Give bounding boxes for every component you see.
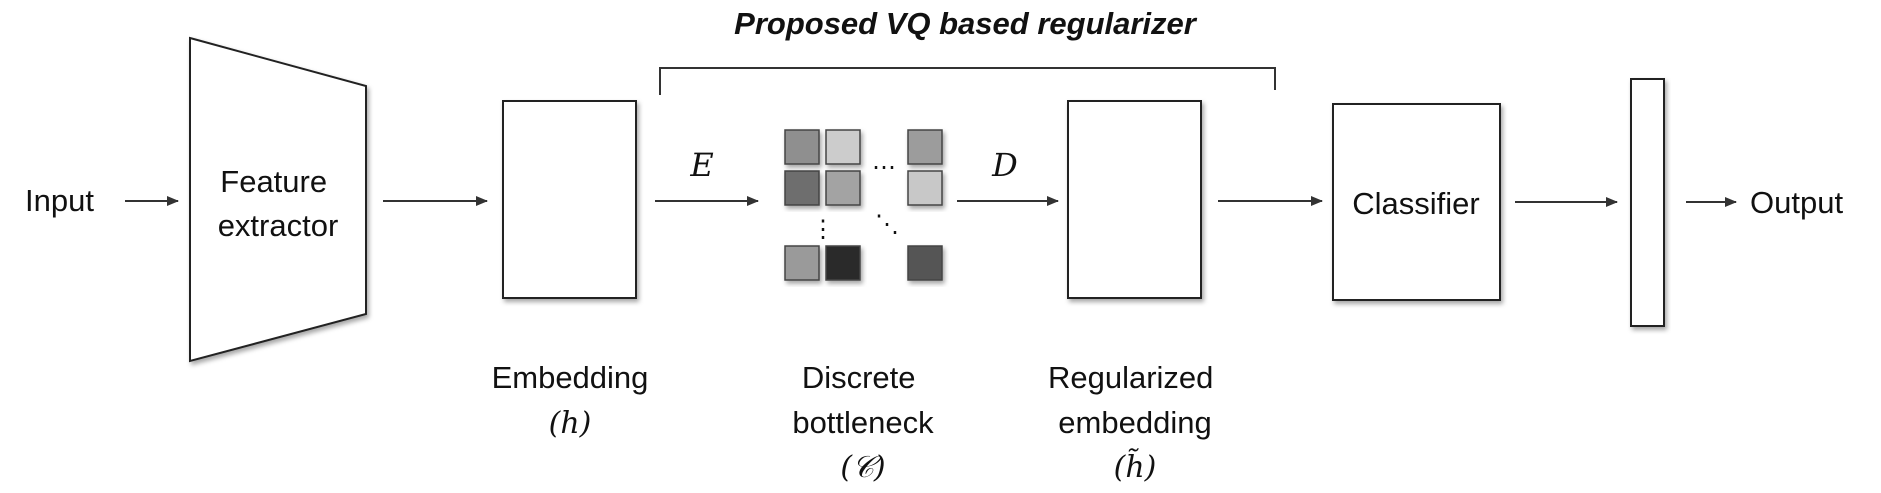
bottleneck-line1: Discrete	[802, 360, 916, 395]
output-label: Output	[1750, 185, 1843, 220]
feature-extractor-line2: extractor	[218, 208, 339, 243]
bottleneck-symbol: (𝒞)	[840, 450, 885, 485]
encoder-label: E	[689, 146, 713, 184]
code-cell-r2c1	[784, 170, 820, 206]
decoder-label: D	[991, 146, 1018, 184]
embedding-symbol: (h)	[549, 406, 592, 441]
code-cell-r3c3	[907, 245, 943, 281]
code-cell-r2c2	[825, 170, 861, 206]
regularized-symbol: (h̃)	[1114, 448, 1157, 485]
regularized-line2: embedding	[1058, 405, 1211, 440]
embedding-label: Embedding	[492, 360, 649, 395]
classifier-label: Classifier	[1352, 186, 1479, 221]
ellipsis-horizontal: ⋯	[872, 154, 896, 181]
code-cell-r3c1	[784, 245, 820, 281]
ellipsis-diagonal: ⋱	[875, 211, 899, 238]
regularized-label: Regularized embedding	[1048, 360, 1222, 440]
feature-extractor-line1: Feature	[220, 164, 327, 199]
classifier-box	[1332, 103, 1501, 301]
code-cell-r1c3	[907, 129, 943, 165]
code-cell-r2c3	[907, 170, 943, 206]
embedding-box	[502, 100, 637, 299]
ellipsis-vertical: ⋮	[811, 216, 835, 243]
code-cell-r1c2	[825, 129, 861, 165]
diagram-title: Proposed VQ based regularizer	[734, 6, 1198, 41]
output-layer-bar	[1630, 78, 1665, 327]
input-label: Input	[25, 183, 94, 218]
feature-extractor-label: Feature extractor	[218, 164, 339, 243]
code-cell-r1c1	[784, 129, 820, 165]
code-cell-r3c2	[825, 245, 861, 281]
regularized-embedding-box	[1067, 100, 1202, 299]
regularizer-bracket	[659, 67, 1276, 95]
bottleneck-label: Discrete bottleneck	[792, 360, 934, 440]
feature-extractor-shape	[189, 36, 367, 363]
bottleneck-line2: bottleneck	[792, 405, 934, 440]
embedding-line1: Embedding	[492, 360, 649, 395]
codebook-grid: ⋯ ⋮ ⋱	[784, 129, 943, 281]
regularized-line1: Regularized	[1048, 360, 1213, 395]
